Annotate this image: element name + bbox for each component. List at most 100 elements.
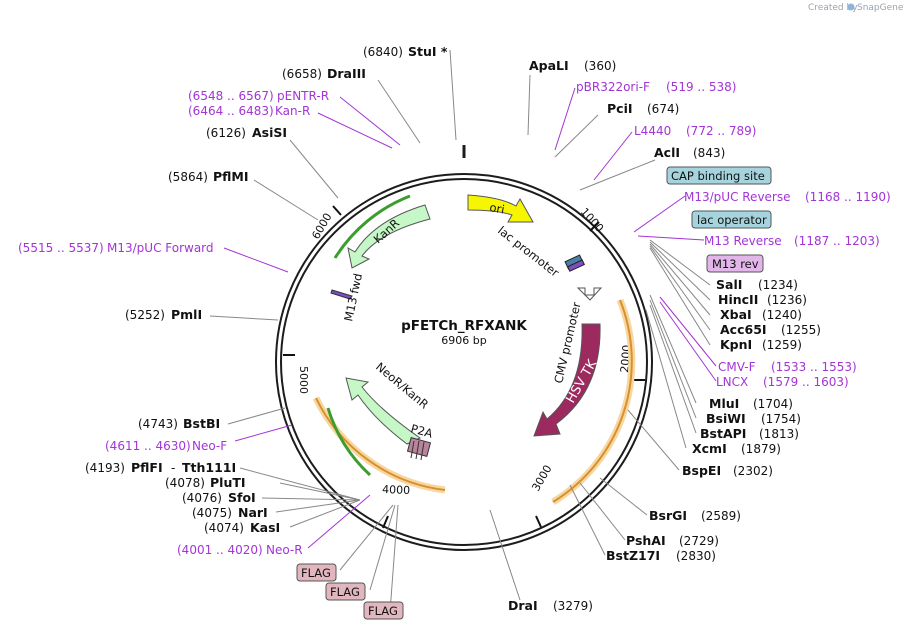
site-sfoi[interactable]: (4076) SfoI bbox=[182, 490, 256, 505]
primer-cmv-f[interactable]: CMV-F (1533 .. 1553) bbox=[718, 360, 857, 374]
primer-pbr322ori-f[interactable]: pBR322ori-F (519 .. 538) bbox=[576, 80, 736, 94]
site-mlui[interactable]: MluI (1704) bbox=[709, 396, 793, 411]
feature-flag-2[interactable]: FLAG bbox=[325, 582, 366, 601]
site-bsiwi[interactable]: BsiWI (1754) bbox=[706, 411, 801, 426]
feature-flag-1[interactable]: FLAG bbox=[296, 563, 337, 582]
svg-text:PflFI: PflFI bbox=[131, 460, 163, 475]
site-nari[interactable]: (4075) NarI bbox=[192, 505, 268, 520]
primer-lncx[interactable]: LNCX (1579 .. 1603) bbox=[716, 375, 849, 389]
site-apali[interactable]: ApaLI (360) bbox=[529, 58, 616, 73]
svg-text:ApaLI: ApaLI bbox=[529, 58, 569, 73]
ori-arrow[interactable] bbox=[467, 194, 534, 223]
svg-text:M13/pUC Forward: M13/pUC Forward bbox=[107, 241, 214, 255]
primer-neo-r[interactable]: (4001 .. 4020) Neo-R bbox=[177, 543, 303, 557]
svg-text:(1236): (1236) bbox=[767, 293, 807, 307]
svg-text:Tth111I: Tth111I bbox=[182, 460, 236, 475]
svg-text:(5515 .. 5537): (5515 .. 5537) bbox=[18, 241, 104, 255]
hsv-tk-arrow[interactable] bbox=[533, 323, 601, 437]
site-pflfi-tth111i[interactable]: (4193) PflFI - Tth111I bbox=[85, 460, 236, 475]
svg-text:(4001 .. 4020): (4001 .. 4020) bbox=[177, 543, 263, 557]
site-bsrgi[interactable]: BsrGI (2589) bbox=[649, 508, 741, 523]
svg-text:(2589): (2589) bbox=[701, 509, 741, 523]
svg-text:(674): (674) bbox=[647, 102, 679, 116]
svg-text:5000: 5000 bbox=[297, 366, 310, 394]
orange-arc-right bbox=[552, 299, 633, 503]
svg-text:(6464 .. 6483): (6464 .. 6483) bbox=[188, 104, 274, 118]
site-bstz17i[interactable]: BstZ17I (2830) bbox=[606, 548, 716, 563]
lac-promoter-feature[interactable] bbox=[564, 254, 585, 272]
site-pcii[interactable]: PciI (674) bbox=[607, 101, 679, 116]
site-draiii[interactable]: (6658) DraIII bbox=[282, 66, 366, 81]
svg-text:(2830): (2830) bbox=[676, 549, 716, 563]
svg-text:(3279): (3279) bbox=[553, 599, 593, 613]
svg-text:BspEI: BspEI bbox=[682, 463, 721, 478]
site-bstbi[interactable]: (4743) BstBI bbox=[138, 416, 220, 431]
feature-cap-binding-site[interactable]: CAP binding site bbox=[666, 166, 772, 185]
green-arc-kanr bbox=[333, 194, 411, 259]
site-xcmi[interactable]: XcmI (1879) bbox=[692, 441, 781, 456]
site-acli[interactable]: AclI (843) bbox=[654, 145, 725, 160]
feature-flag-3[interactable]: FLAG bbox=[363, 601, 404, 620]
svg-text:PmlI: PmlI bbox=[171, 307, 202, 322]
svg-text:(843): (843) bbox=[693, 146, 725, 160]
site-sali[interactable]: SalI (1234) bbox=[716, 277, 798, 292]
svg-text:BstAPI: BstAPI bbox=[700, 426, 746, 441]
svg-text:4000: 4000 bbox=[382, 483, 410, 497]
svg-text:NarI: NarI bbox=[238, 505, 268, 520]
svg-text:StuI *: StuI * bbox=[408, 44, 448, 59]
svg-text:MluI: MluI bbox=[709, 396, 739, 411]
svg-text:XbaI: XbaI bbox=[720, 307, 752, 322]
m13-fwd-arrow[interactable] bbox=[330, 289, 353, 300]
site-kpni[interactable]: KpnI (1259) bbox=[720, 337, 802, 352]
primer-pentr-r[interactable]: (6548 .. 6567) pENTR-R bbox=[188, 89, 329, 103]
cmv-promoter-arrow[interactable] bbox=[576, 287, 603, 301]
kanr-arrow[interactable] bbox=[347, 204, 431, 269]
tick-5000: 5000 bbox=[283, 354, 310, 394]
svg-text:CAP binding site: CAP binding site bbox=[671, 169, 765, 183]
site-pshai[interactable]: PshAI (2729) bbox=[626, 533, 719, 548]
primer-neo-f[interactable]: (4611 .. 4630) Neo-F bbox=[105, 439, 227, 453]
svg-text:SalI: SalI bbox=[716, 277, 742, 292]
site-asisi[interactable]: (6126) AsiSI bbox=[206, 125, 287, 140]
feature-lac-operator[interactable]: lac operator bbox=[691, 210, 772, 229]
feature-m13-rev[interactable]: M13 rev bbox=[706, 254, 764, 273]
svg-text:(772 .. 789): (772 .. 789) bbox=[686, 124, 756, 138]
site-acc65i[interactable]: Acc65I (1255) bbox=[720, 322, 821, 337]
site-kasi[interactable]: (4074) KasI bbox=[204, 520, 280, 535]
site-bspei[interactable]: BspEI (2302) bbox=[682, 463, 773, 478]
svg-text:(1234): (1234) bbox=[758, 278, 798, 292]
site-pflmi[interactable]: (5864) PflMI bbox=[168, 169, 249, 184]
svg-text:HincII: HincII bbox=[718, 292, 758, 307]
primer-m13-puc-reverse[interactable]: M13/pUC Reverse (1168 .. 1190) bbox=[684, 190, 891, 204]
svg-text:(6548 .. 6567): (6548 .. 6567) bbox=[188, 89, 274, 103]
neor-kanr-arrow[interactable] bbox=[345, 377, 421, 445]
p2a-feature[interactable] bbox=[406, 437, 432, 461]
svg-text:BsiWI: BsiWI bbox=[706, 411, 746, 426]
neor-kanr-label: NeoR/KanR bbox=[373, 360, 431, 412]
primer-m13-reverse[interactable]: M13 Reverse (1187 .. 1203) bbox=[704, 234, 880, 248]
svg-text:(1255): (1255) bbox=[781, 323, 821, 337]
site-pluti[interactable]: (4078) PluTI bbox=[165, 475, 246, 490]
svg-text:(2302): (2302) bbox=[733, 464, 773, 478]
site-xbai[interactable]: XbaI (1240) bbox=[720, 307, 802, 322]
primer-l4440[interactable]: L4440 (772 .. 789) bbox=[634, 124, 756, 138]
svg-text:(4076): (4076) bbox=[182, 491, 222, 505]
site-pmli[interactable]: (5252) PmlI bbox=[125, 307, 202, 322]
site-drai[interactable]: DraI (3279) bbox=[508, 598, 593, 613]
primer-m13-puc-forward[interactable]: (5515 .. 5537) M13/pUC Forward bbox=[18, 241, 214, 255]
svg-text:(4193): (4193) bbox=[85, 461, 125, 475]
svg-text:AclI: AclI bbox=[654, 145, 680, 160]
svg-text:(1259): (1259) bbox=[762, 338, 802, 352]
svg-text:(1754): (1754) bbox=[761, 412, 801, 426]
svg-text:(6126): (6126) bbox=[206, 126, 246, 140]
site-bstapi[interactable]: BstAPI (1813) bbox=[700, 426, 799, 441]
svg-text:XcmI: XcmI bbox=[692, 441, 727, 456]
primer-kan-r[interactable]: (6464 .. 6483) Kan-R bbox=[188, 104, 310, 118]
site-stui[interactable]: (6840) StuI * bbox=[363, 44, 448, 59]
tick-1000: 1000 bbox=[578, 205, 606, 235]
svg-text:-: - bbox=[171, 461, 175, 475]
primer-leader-lines bbox=[223, 87, 717, 549]
tick-4000: 4000 bbox=[382, 483, 410, 529]
svg-text:(1187 .. 1203): (1187 .. 1203) bbox=[794, 234, 880, 248]
site-hincii[interactable]: HincII (1236) bbox=[718, 292, 807, 307]
